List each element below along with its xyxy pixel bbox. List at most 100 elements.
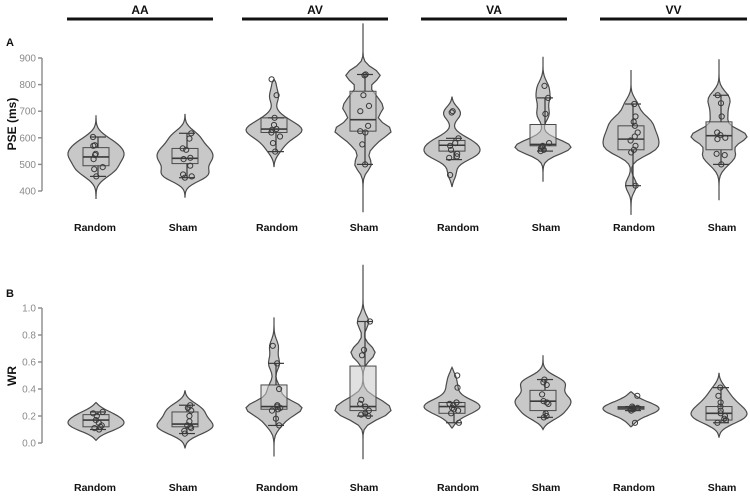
data-point — [450, 402, 457, 409]
condition-label: Random — [256, 222, 298, 234]
data-point — [628, 407, 635, 414]
data-point — [274, 360, 281, 367]
data-point — [722, 134, 729, 141]
data-point — [358, 396, 365, 403]
data-point — [537, 148, 544, 155]
data-point — [541, 376, 548, 383]
data-point — [718, 161, 725, 168]
condition-label: Random — [74, 222, 116, 234]
data-point — [366, 318, 374, 325]
y-tick-label: 500 — [19, 160, 36, 171]
data-point — [365, 412, 372, 420]
data-point — [188, 407, 195, 414]
condition-label: Sham — [532, 222, 561, 234]
data-point — [180, 171, 187, 178]
condition-label: Random — [256, 482, 298, 494]
y-tick-label: 400 — [19, 187, 36, 198]
data-point — [454, 384, 461, 391]
data-point — [186, 135, 193, 142]
panel-letter: A — [6, 37, 14, 49]
y-tick-label: 800 — [19, 80, 36, 91]
data-point — [717, 403, 724, 410]
data-point — [714, 419, 721, 426]
data-point — [545, 94, 552, 102]
data-point — [452, 140, 459, 147]
violin-aa-random — [67, 115, 125, 199]
data-point — [540, 398, 547, 405]
data-point — [99, 164, 106, 171]
condition-label: Sham — [532, 482, 561, 494]
data-point — [276, 422, 283, 429]
data-point — [362, 403, 369, 410]
data-point — [722, 417, 730, 424]
group-title-aa: AA — [131, 3, 149, 17]
data-point — [717, 407, 724, 414]
data-point — [717, 132, 724, 139]
data-point — [721, 412, 729, 420]
condition-label: Random — [613, 482, 655, 494]
violin-vv-random — [602, 70, 660, 215]
data-point — [271, 114, 278, 121]
data-point — [357, 108, 364, 115]
data-point — [450, 406, 457, 413]
data-point — [359, 141, 366, 148]
y-tick-label: 0.2 — [22, 412, 36, 423]
data-point — [92, 152, 99, 159]
data-point — [446, 154, 453, 161]
data-point — [269, 126, 276, 133]
data-point — [632, 142, 639, 149]
data-point — [721, 415, 728, 422]
violin-va-sham — [514, 56, 572, 182]
data-point — [454, 150, 461, 157]
data-point — [268, 129, 275, 136]
data-point — [89, 133, 97, 141]
group-title-av: AV — [307, 3, 323, 17]
data-point — [717, 410, 724, 417]
data-point — [632, 182, 639, 189]
data-point — [93, 412, 100, 420]
data-point — [269, 140, 277, 147]
condition-label: Random — [74, 482, 116, 494]
data-point — [543, 399, 550, 406]
data-point — [276, 385, 283, 393]
y-tick-label: 0.4 — [22, 385, 36, 396]
data-point — [630, 118, 637, 125]
data-point — [545, 400, 552, 407]
violin-aa-sham — [156, 113, 214, 198]
y-tick-label: 700 — [19, 107, 36, 118]
data-point — [714, 136, 721, 143]
violin-aa-random — [67, 401, 125, 442]
box-iqr — [260, 384, 288, 410]
data-point — [715, 392, 722, 399]
data-point — [449, 108, 456, 115]
data-point — [268, 407, 276, 414]
data-point — [357, 400, 364, 407]
violin-shape — [334, 264, 392, 460]
data-point — [188, 173, 195, 180]
y-axis-label: PSE (ms) — [5, 98, 19, 151]
data-point — [714, 92, 721, 99]
violin-av-random — [245, 76, 303, 168]
data-point — [181, 427, 188, 434]
data-point — [717, 100, 725, 107]
data-point — [542, 110, 549, 118]
data-point — [455, 135, 462, 142]
data-point — [358, 352, 366, 359]
data-point — [447, 142, 454, 149]
data-point — [96, 426, 103, 433]
data-point — [181, 174, 188, 181]
data-point — [274, 406, 282, 413]
y-tick-label: 0.0 — [22, 439, 36, 450]
data-point — [276, 133, 284, 140]
condition-label: Random — [437, 222, 479, 234]
y-tick-label: 0.6 — [22, 358, 36, 369]
data-point — [717, 399, 724, 406]
condition-label: Sham — [169, 482, 198, 494]
group-title-va: VA — [486, 3, 502, 17]
condition-label: Sham — [708, 482, 737, 494]
data-point — [718, 113, 725, 120]
data-point — [272, 148, 279, 155]
data-point — [180, 156, 187, 163]
data-point — [541, 82, 548, 90]
